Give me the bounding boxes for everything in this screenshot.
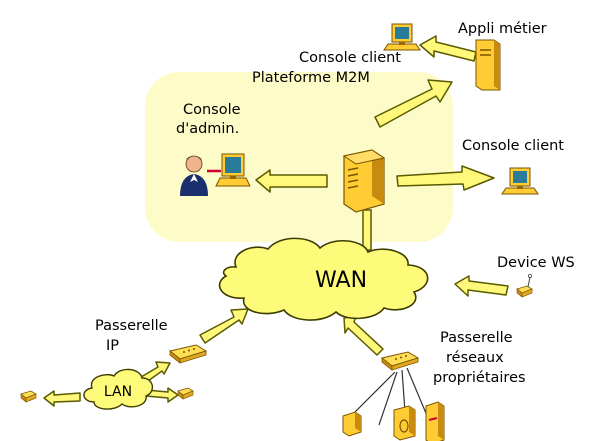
arrow-passerelle-reseaux-to-wan xyxy=(343,315,384,356)
admin-person-icon xyxy=(180,155,208,196)
arrow-platform-to-appli xyxy=(374,79,453,128)
sensor-icon xyxy=(393,405,416,441)
gateway-icon xyxy=(169,344,207,364)
appli-metier-label: Appli métier xyxy=(458,21,547,37)
arrow-platform-to-console-client xyxy=(396,165,495,191)
arrow-passerelle-ip-to-wan xyxy=(199,308,249,344)
arrow-device-to-wan xyxy=(454,275,509,297)
cloud-icon xyxy=(83,368,153,410)
link-wan-platform xyxy=(362,209,372,251)
sensor-icon xyxy=(177,387,194,400)
sensor-icon xyxy=(516,273,533,298)
device-ws-label: Device WS xyxy=(497,255,575,271)
lan-label: LAN xyxy=(104,384,132,400)
console-client-right-label: Console client xyxy=(462,138,564,154)
console-client-top-label: Console client xyxy=(299,50,401,66)
computer-icon xyxy=(501,167,539,195)
wan-label: WAN xyxy=(315,268,367,293)
arrow-lan-to-sensor-left xyxy=(43,390,81,407)
passerelle-ip-label-line2: IP xyxy=(106,338,119,354)
platform-server-icon xyxy=(342,149,386,213)
passerelle-reseaux-label-line2: réseaux xyxy=(446,350,504,366)
arrow-appli-to-console-client xyxy=(419,35,477,62)
passerelle-reseaux-label-line1: Passerelle xyxy=(440,330,513,346)
computer-icon xyxy=(383,23,421,51)
proprietary-network-lines xyxy=(348,367,429,426)
passerelle-reseaux-label-line3: propriétaires xyxy=(433,370,526,386)
passerelle-ip-label-line1: Passerelle xyxy=(95,318,168,334)
console-admin-label-line1: Console xyxy=(183,102,241,118)
sensor-icon xyxy=(425,401,445,441)
gateway-icon xyxy=(381,351,419,371)
console-admin-label-line2: d'admin. xyxy=(176,121,239,137)
sensor-icon xyxy=(20,390,37,403)
arrow-lan-to-sensor-right xyxy=(145,387,179,403)
arrow-platform-to-admin xyxy=(255,169,328,193)
cloud-icon xyxy=(218,237,429,321)
sensor-icon xyxy=(342,411,362,437)
computer-icon xyxy=(215,153,251,187)
server-icon xyxy=(475,39,501,91)
plateforme-m2m-label: Plateforme M2M xyxy=(252,70,370,86)
